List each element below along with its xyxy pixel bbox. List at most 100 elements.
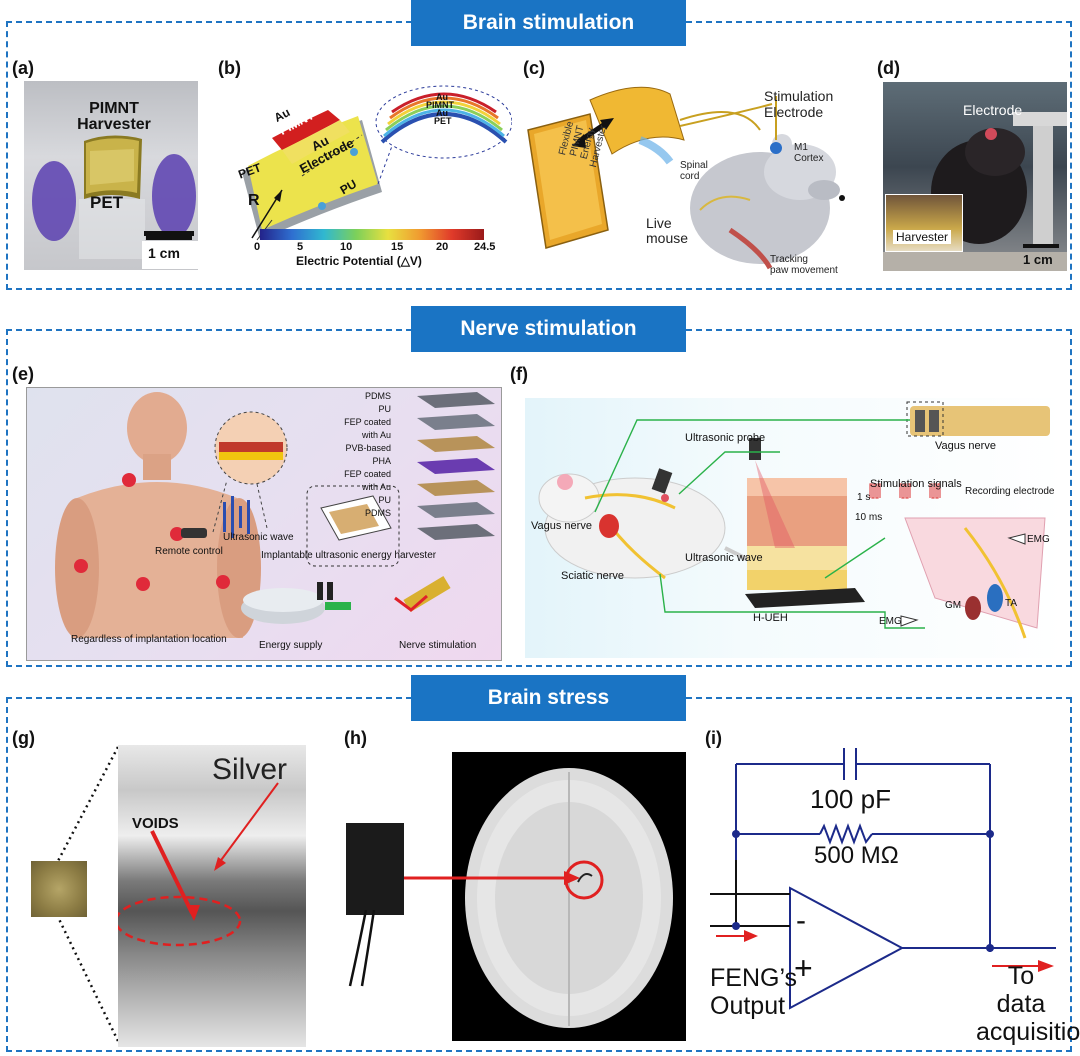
live-mouse-line2: mouse — [646, 230, 689, 246]
panel-label-d: (d) — [877, 58, 900, 78]
brain-phantom-illustration — [465, 768, 673, 1028]
remote-control-label: Remote control — [155, 546, 223, 557]
h-ueh-label: H-UEH — [753, 612, 788, 624]
scale-label: 1 cm — [148, 245, 180, 261]
recording-electrode-label: Recording electrode — [965, 486, 1055, 497]
panel-label-i: (i) — [705, 728, 722, 748]
pimnt-harvester-illustration — [32, 135, 196, 259]
live-mouse-label: Live mouse — [646, 216, 688, 246]
sciatic-nerve-label: Sciatic nerve — [561, 570, 624, 582]
colorbar-ticks: 0 5 10 15 20 24.5 — [236, 241, 508, 255]
layer-item: FEP coated with Au — [344, 469, 391, 492]
feng-output-line1: FENG’s — [710, 964, 798, 992]
capacitor-value: 100 pF — [810, 784, 891, 814]
stimulation-electrode-label: Stimulation Electrode — [764, 88, 833, 120]
tracking-paw-line1: Tracking — [770, 254, 808, 265]
live-mouse-line1: Live — [646, 215, 672, 231]
time-10ms-label: 10 ms — [855, 512, 883, 523]
harvester-inset-label: Harvester — [893, 230, 952, 244]
live-mouse-illustration — [527, 86, 845, 270]
implant-location-label: Regardless of implantation location — [71, 634, 227, 645]
m1-cortex-label: M1 Cortex — [794, 142, 823, 164]
stimulation-electrode-line1: Stimulation — [764, 88, 834, 104]
implantable-harvester-illustration — [55, 392, 495, 638]
layer-item: PVB-based PHA — [345, 443, 391, 466]
stimulation-electrode-line2: Electrode — [764, 104, 824, 120]
pet-label: PET — [90, 193, 124, 212]
emg-right-label: EMG — [1027, 534, 1050, 545]
vagus-nerve-right-label: Vagus nerve — [935, 440, 996, 452]
zoom-lines — [56, 746, 120, 1042]
electrode-label: Electrode — [963, 102, 1023, 118]
colorbar-label: Electric Potential (△V) — [296, 254, 422, 268]
colorbar-tick-1: 5 — [297, 241, 304, 253]
inset-au-bottom: Au — [436, 108, 448, 118]
ta-label: TA — [1005, 598, 1018, 609]
scale-bar — [146, 235, 192, 240]
resistor-value: 500 MΩ — [814, 842, 899, 869]
nerve-stimulation-label: Nerve stimulation — [399, 640, 477, 651]
panel-label-h: (h) — [344, 728, 367, 748]
ultrasonic-wave-f-label: Ultrasonic wave — [685, 552, 763, 564]
panel-b-diagram: Au PIMNT Au Electrode PET PU R Au PIMNT … — [232, 80, 513, 270]
voids-annotation — [118, 782, 279, 947]
energy-supply-label: Energy supply — [259, 640, 323, 651]
emg-left-label: EMG — [879, 616, 902, 627]
panel-d-photo: Electrode Harvester 1 cm — [883, 82, 1067, 271]
gm-label: GM — [945, 600, 962, 611]
panel-e-diagram: PDMS PU FEP coated with Au PVB-based PHA… — [26, 387, 502, 661]
layer-list: PDMS PU FEP coated with Au PVB-based PHA… — [331, 390, 391, 520]
panel-label-c: (c) — [523, 58, 545, 78]
m1-cortex-line1: M1 — [794, 142, 808, 153]
layer-item: PU — [378, 404, 391, 414]
harvester-label-line2: Harvester — [77, 116, 151, 133]
silver-label: Silver — [212, 753, 288, 786]
tracking-paw-line2: paw movement — [770, 265, 838, 276]
colorbar-tick-4: 20 — [436, 241, 449, 253]
spinal-cord-line2: cord — [680, 171, 700, 182]
colorbar — [260, 229, 484, 240]
panel-label-b: (b) — [218, 58, 241, 78]
panel-label-e: (e) — [12, 364, 34, 384]
bent-harvester-illustration — [242, 85, 513, 241]
ultrasonic-wave-label: Ultrasonic wave — [223, 532, 294, 543]
panel-label-a: (a) — [12, 58, 34, 78]
op-amp-minus: - — [796, 904, 806, 937]
inset-au-top: Au — [436, 92, 448, 102]
inset-pet: PET — [434, 116, 452, 126]
panel-g-sem-image: Silver VOIDS — [118, 745, 306, 1047]
panel-c-diagram: Stimulation Electrode M1 Cortex Spinal c… — [520, 80, 870, 280]
section-title-brain-stimulation: Brain stimulation — [411, 0, 686, 46]
feng-output-label: FENG’s Output — [710, 964, 797, 1020]
inset-pimnt: PIMNT — [426, 100, 454, 110]
section-title-nerve-stimulation: Nerve stimulation — [411, 306, 686, 352]
scale-bar-box — [142, 241, 198, 269]
section-title-brain-stress: Brain stress — [411, 675, 686, 721]
sensor-wires — [348, 910, 376, 987]
layer-item: PU — [378, 495, 391, 505]
harvester-label: PIMNT Harvester — [64, 101, 164, 133]
data-acquisition-label: To data acquisition — [976, 962, 1080, 1046]
panel-a-photo: PIMNT Harvester PET 1 cm — [24, 81, 198, 270]
data-acquisition-line2: data — [996, 990, 1046, 1018]
radius-label: R — [248, 192, 260, 209]
op-amp-plus: + — [794, 950, 813, 986]
m1-cortex-line2: Cortex — [794, 153, 824, 164]
ultrasonic-probe-label: Ultrasonic probe — [685, 432, 766, 444]
colorbar-tick-5: 24.5 — [474, 241, 496, 253]
panel-f-diagram: Ultrasonic probe Vagus nerve Vagus nerve… — [525, 398, 1065, 658]
panel-label-f: (f) — [510, 364, 528, 384]
feng-output-line2: Output — [710, 992, 786, 1020]
tracking-paw-label: Tracking paw movement — [770, 254, 838, 276]
vagus-nerve-stimulation-illustration — [538, 401, 1050, 639]
harvester-label-line1: PIMNT — [89, 100, 139, 117]
charge-amplifier-circuit — [710, 748, 1056, 1010]
time-1s-label: 1 s — [857, 492, 871, 503]
voids-label: VOIDS — [132, 815, 179, 832]
implant-label: Implantable ultrasonic energy harvester — [261, 550, 437, 561]
colorbar-tick-0: 0 — [254, 241, 261, 253]
colorbar-tick-3: 15 — [391, 241, 404, 253]
stimulation-signals-label: Stimulation signals — [870, 478, 962, 490]
data-acquisition-line1: To — [1007, 962, 1035, 990]
panel-label-g: (g) — [12, 728, 35, 748]
